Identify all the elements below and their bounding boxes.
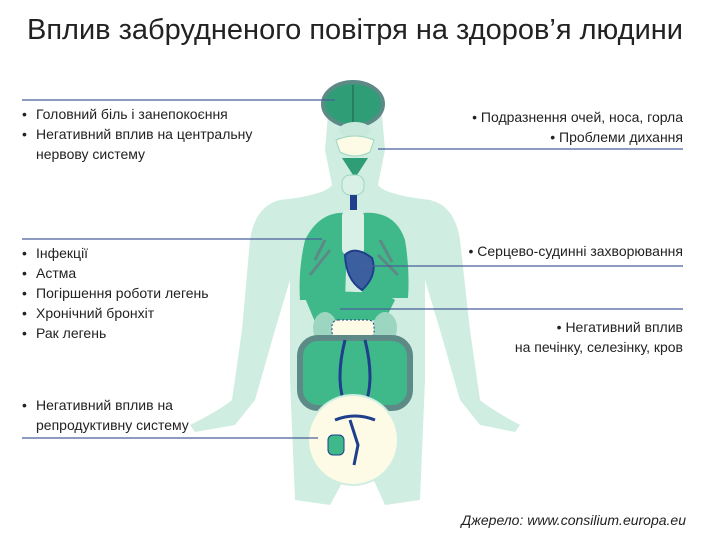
list-item: Погіршення роботи легень (22, 283, 209, 303)
male-organ (327, 434, 345, 456)
page-title: Вплив забрудненого повітря на здоров’я л… (26, 14, 683, 46)
heart-effects: Серцево-судинні захворювання (468, 241, 683, 261)
source-credit: Джерело: www.consilium.europa.eu (461, 512, 686, 528)
right-lung (362, 212, 409, 298)
list-item: Астма (22, 263, 209, 283)
throat (342, 158, 368, 175)
list-item: Негативний вплив (515, 317, 683, 337)
list-item: Хронічний бронхіт (22, 303, 209, 323)
thymus (342, 210, 364, 255)
list-item: на печінку, селезінку, кров (514, 339, 683, 355)
list-item: Серцево-судинні захворювання (468, 241, 683, 261)
bronchi (308, 239, 400, 277)
uterus (334, 414, 376, 466)
list-item: нервову систему (36, 146, 146, 162)
list-item: репродуктивну систему (36, 417, 189, 433)
liver-effects: Негативний вплив на печінку, селезінку, … (515, 317, 683, 357)
list-item: Подразнення очей, носа, горла (472, 107, 683, 127)
list-item: Інфекції (22, 243, 209, 263)
list-item: Негативний вплив на (22, 395, 189, 415)
list-item: Проблеми дихання (472, 127, 683, 147)
lung-effects: Інфекції Астма Погіршення роботи легень … (22, 243, 209, 343)
connector-lines (22, 99, 683, 439)
sinus (335, 135, 375, 157)
list-item: Головний біль і занепокоєння (22, 104, 252, 124)
cerebellum (339, 122, 371, 138)
thyroid (341, 174, 365, 196)
list-item: Негативний вплив на центральну (22, 124, 252, 144)
reproductive-effects: Негативний вплив на репродуктивну систем… (22, 395, 189, 435)
brain-effects: Головний біль і занепокоєння Негативний … (22, 104, 252, 164)
trachea (350, 195, 357, 217)
eye-effects: Подразнення очей, носа, горла Проблеми д… (472, 107, 683, 147)
heart (343, 249, 375, 292)
list-item: Рак легень (22, 323, 209, 343)
reproductive-system (307, 394, 399, 486)
